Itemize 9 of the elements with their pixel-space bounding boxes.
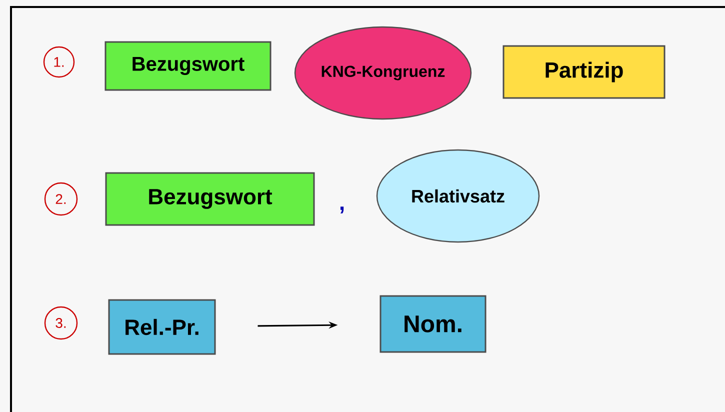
- step-number: 1.: [43, 46, 75, 78]
- comma-mark: ,: [340, 206, 344, 214]
- term-box: Bezugswort: [105, 172, 315, 226]
- term-box: Bezugswort: [104, 41, 272, 91]
- term-box: Nom.: [380, 295, 486, 353]
- term-box: Partizip: [502, 45, 666, 99]
- step-number: 2.: [44, 182, 78, 216]
- term-box: Rel.-Pr.: [108, 299, 216, 355]
- step-number: 3.: [44, 306, 78, 340]
